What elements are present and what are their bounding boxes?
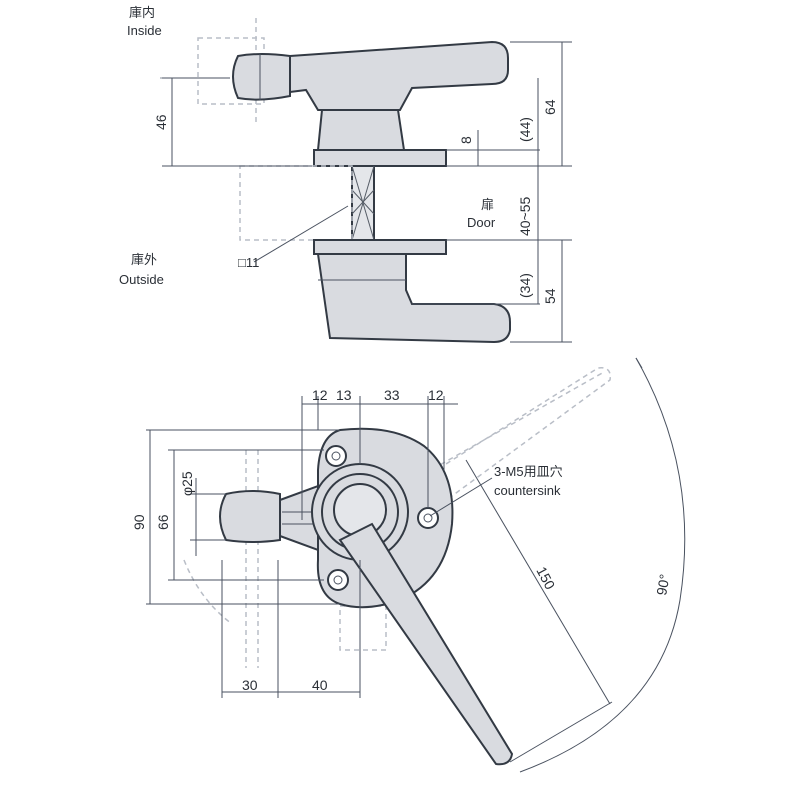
- dim-54: 54: [542, 288, 558, 304]
- label-outside-en: Outside: [119, 272, 164, 287]
- hub-center: [333, 483, 387, 537]
- dim-90-degrees: 90°: [653, 573, 672, 597]
- dim-46: 46: [153, 114, 169, 130]
- label-door-jp: 扉: [481, 197, 494, 212]
- dim-diameter-25: φ25: [179, 471, 195, 496]
- inside-flange: [313, 149, 447, 167]
- dim-8: 8: [458, 136, 474, 144]
- dim-40: 40: [312, 677, 328, 693]
- dim-13: 13: [336, 387, 352, 403]
- door-ghost: [239, 165, 353, 241]
- label-door-en: Door: [467, 215, 496, 230]
- countersink-label-jp: 3-M5用皿穴: [494, 464, 563, 479]
- dim-34: (34): [517, 273, 533, 298]
- label-square-shaft: □11: [238, 255, 259, 270]
- dim-30: 30: [242, 677, 258, 693]
- lower-ghost-block: [339, 605, 387, 651]
- inside-handle-lever: [289, 40, 509, 111]
- main-lever: [338, 522, 514, 766]
- front-elevation-view: [146, 357, 686, 773]
- side-elevation-view: [160, 18, 572, 344]
- dim-44: (44): [517, 117, 533, 142]
- dim-90: 90: [131, 514, 147, 530]
- dim-40-55: 40~55: [517, 196, 533, 236]
- dim-12-right: 12: [428, 387, 444, 403]
- countersink-hole-top: [325, 445, 347, 467]
- dim-33: 33: [384, 387, 400, 403]
- dim-66: 66: [155, 514, 171, 530]
- dim-150: 150: [533, 564, 558, 592]
- dim-12-left: 12: [312, 387, 328, 403]
- grip-neck: [279, 484, 319, 552]
- countersink-hole-right: [417, 507, 439, 529]
- rotation-arc-90: [519, 357, 686, 773]
- label-inside-en: Inside: [127, 23, 162, 38]
- inside-hub: [316, 109, 406, 151]
- label-inside-jp: 庫内: [129, 5, 155, 20]
- countersink-label-en: countersink: [494, 483, 561, 498]
- label-outside-jp: 庫外: [131, 252, 157, 267]
- front-side-grip: [219, 490, 281, 543]
- dim-64: 64: [542, 99, 558, 115]
- countersink-hole-bottom: [327, 569, 349, 591]
- outside-flange: [313, 239, 447, 255]
- rotated-handle-ghost: [369, 367, 611, 541]
- outside-handle-lever: [316, 253, 511, 344]
- inside-handle-grip: [232, 53, 291, 101]
